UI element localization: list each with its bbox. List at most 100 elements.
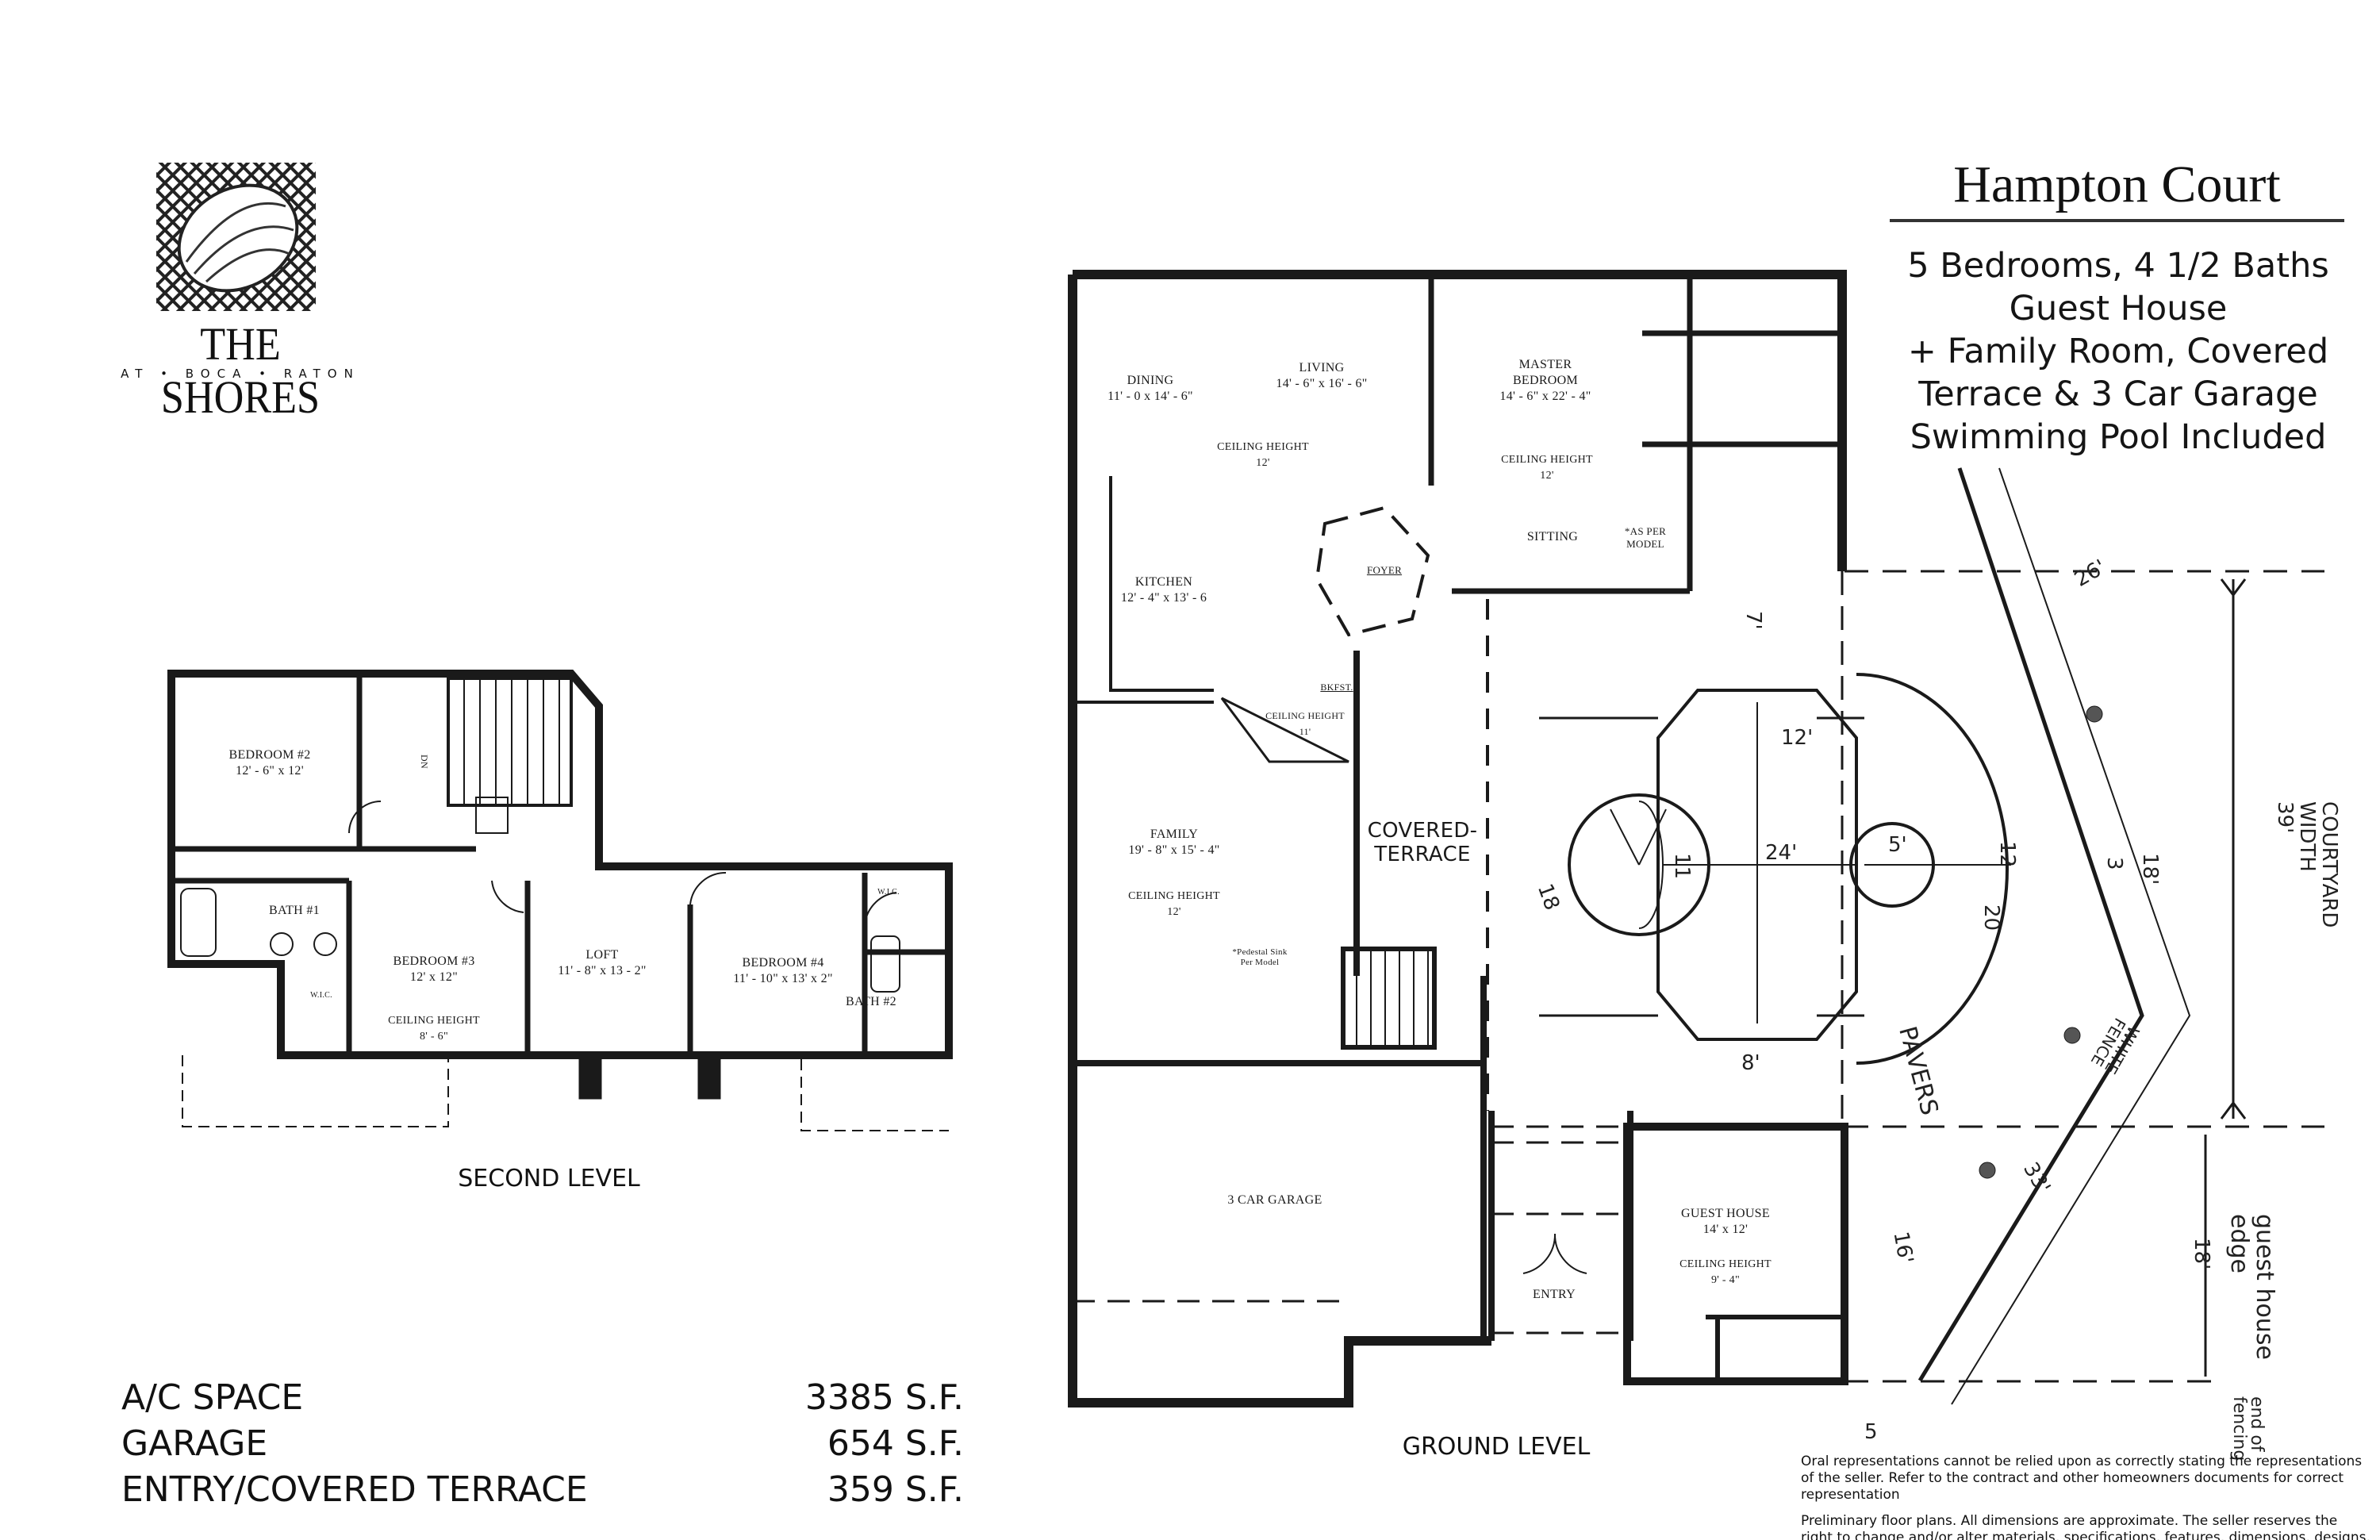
room-name: MASTER xyxy=(1518,358,1572,371)
dim-label: 8' xyxy=(1741,1051,1760,1075)
ceiling-value: 9' - 4" xyxy=(1710,1274,1740,1286)
feature-item: Swimming Pool Included xyxy=(1910,417,2327,457)
room-dining: DINING 11' - 0 x 14' - 6" xyxy=(1107,373,1193,405)
area-values: 3385 S.F. 654 S.F. 359 S.F. xyxy=(714,1375,964,1513)
master-ceiling: CEILING HEIGHT 12' xyxy=(1501,452,1593,484)
room-name: LOFT xyxy=(585,948,619,962)
room-entry: ENTRY xyxy=(1533,1288,1576,1301)
room-name: LIVING xyxy=(1299,361,1345,374)
stair-down-label: DN xyxy=(419,755,430,769)
covered-terrace-label: COVERED-TERRACE xyxy=(1368,819,1478,866)
room-name: BEDROOM #2 xyxy=(228,748,311,762)
note-line: MODEL xyxy=(1626,538,1664,550)
dim-label: 5' xyxy=(1888,833,1907,857)
title-divider xyxy=(1890,219,2344,222)
logo-subtitle: AT • BOCA • RATON xyxy=(121,367,360,381)
dim-label: 12' xyxy=(1781,726,1814,750)
room-sitting: SITTING xyxy=(1526,530,1579,543)
disclaimer-preliminary: Preliminary floor plans. All dimensions … xyxy=(1801,1513,2370,1540)
room-bkfst: BKFST. xyxy=(1320,682,1353,693)
dim-label: 20 xyxy=(1979,904,2003,931)
second-level-plan xyxy=(167,670,953,1131)
room-bath2: BATH #2 xyxy=(846,994,896,1010)
area-label: A/C SPACE xyxy=(121,1377,304,1418)
label-line: TERRACE xyxy=(1374,843,1471,866)
ceiling-label: CEILING HEIGHT xyxy=(388,1015,480,1027)
room-foyer: FOYER xyxy=(1366,564,1403,576)
dim-label: 7' xyxy=(1741,611,1765,630)
area-value: 654 S.F. xyxy=(827,1423,964,1464)
ceiling-label: CEILING HEIGHT xyxy=(1265,710,1345,721)
room-size: 11' - 0 x 14' - 6" xyxy=(1107,390,1193,403)
wic-label: W.I.C. xyxy=(877,888,900,897)
logo-name: THE SHORES xyxy=(160,318,321,423)
dim-18-upper: 18' xyxy=(2138,853,2162,885)
dim-label: 3 xyxy=(2102,857,2126,870)
ceiling-label: CEILING HEIGHT xyxy=(1501,454,1593,466)
disclaimer-oral: Oral representations cannot be relied up… xyxy=(1801,1454,2363,1503)
ceiling-value: 12' xyxy=(1540,470,1554,482)
feature-item: Guest House xyxy=(2009,289,2228,328)
bedroom3-ceiling: CEILING HEIGHT 8' - 6" xyxy=(388,1013,480,1045)
second-level-title: SECOND LEVEL xyxy=(458,1165,640,1192)
room-garage: 3 CAR GARAGE xyxy=(1227,1193,1322,1207)
note-line: edge xyxy=(2225,1214,2253,1273)
room-size: 12' - 6" x 12' xyxy=(236,764,304,778)
room-size: 11' - 10" x 13' x 2" xyxy=(733,972,833,985)
room-loft: LOFT 11' - 8" x 13 - 2" xyxy=(558,947,646,979)
ceiling-value: 8' - 6" xyxy=(419,1031,448,1043)
note-line: *AS PER xyxy=(1624,525,1667,537)
room-size: 14' x 12' xyxy=(1702,1223,1749,1236)
room-name: GUEST HOUSE xyxy=(1681,1207,1770,1220)
feature-item: Terrace & 3 Car Garage xyxy=(1918,374,2318,414)
note-line: end of xyxy=(2247,1396,2267,1452)
label-line: COVERED- xyxy=(1367,819,1478,843)
room-bedroom4: BEDROOM #4 11' - 10" x 13' x 2" xyxy=(733,955,833,987)
page-title: Hampton Court xyxy=(1953,156,2281,213)
room-name: BEDROOM #4 xyxy=(742,956,824,970)
dim-label: 11 xyxy=(1670,853,1694,880)
ceiling-label: CEILING HEIGHT xyxy=(1679,1258,1772,1270)
room-size: 14' - 6" x 16' - 6" xyxy=(1276,377,1368,390)
ceiling-value: 12' xyxy=(1256,457,1270,469)
room-living: LIVING 14' - 6" x 16' - 6" xyxy=(1276,360,1367,392)
room-name: BEDROOM xyxy=(1512,374,1579,387)
feature-item: + Family Room, Covered xyxy=(1907,332,2329,371)
room-size: 12' x 12" xyxy=(409,970,459,984)
room-size: 19' - 8" x 15' - 4" xyxy=(1128,843,1220,857)
note-line: COURTYARD xyxy=(2317,801,2341,928)
room-size: 14' - 6" x 22' - 4" xyxy=(1499,390,1591,403)
note-line: WIDTH xyxy=(2295,801,2319,872)
room-name: DINING xyxy=(1127,374,1174,387)
room-size: 11' - 8" x 13 - 2" xyxy=(558,964,647,977)
ground-level-title: GROUND LEVEL xyxy=(1402,1433,1591,1461)
area-value: 3385 S.F. xyxy=(804,1377,964,1418)
feature-item: 5 Bedrooms, 4 1/2 Baths xyxy=(1907,246,2329,286)
disclaimer: Oral representations cannot be relied up… xyxy=(1801,1454,2372,1540)
ground-level-plan xyxy=(1068,270,2324,1408)
ceiling-value: 11' xyxy=(1299,726,1311,737)
note-line: guest house xyxy=(2251,1214,2278,1360)
features-list: 5 Bedrooms, 4 1/2 Baths Guest House + Fa… xyxy=(1872,244,2364,459)
bkfst-ceiling: CEILING HEIGHT 11' xyxy=(1265,708,1345,739)
dim-label: 5 xyxy=(1864,1420,1878,1444)
dim-label: 12 xyxy=(1995,841,2019,868)
dim-label: 24' xyxy=(1765,841,1798,865)
note-line: 39' xyxy=(2273,801,2297,834)
note-line: Per Model xyxy=(1240,958,1280,967)
room-name: BATH #1 xyxy=(269,904,320,917)
area-value: 359 S.F. xyxy=(827,1469,964,1510)
note-line: fencing xyxy=(2229,1396,2249,1461)
ceiling-value: 12' xyxy=(1167,906,1181,918)
area-label: GARAGE xyxy=(121,1423,268,1464)
